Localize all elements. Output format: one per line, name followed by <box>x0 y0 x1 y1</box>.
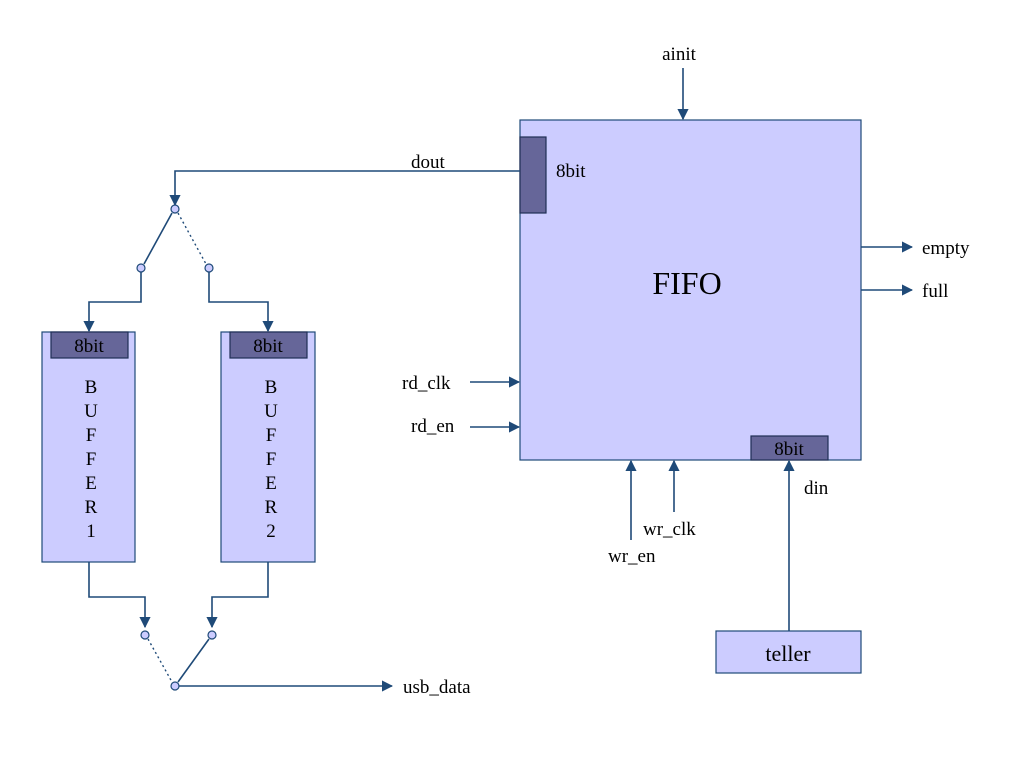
buffer1-letter: U <box>84 401 98 422</box>
buffer2-letter: B <box>265 377 278 398</box>
teller-body <box>715 630 862 674</box>
buffer2-body <box>220 331 316 563</box>
empty-label: empty <box>922 238 970 259</box>
dout-label: dout <box>411 152 446 173</box>
demux-out1-node <box>136 263 146 273</box>
mux-inactive-link <box>147 638 173 683</box>
demux-active-link <box>143 212 173 265</box>
fifo-body <box>519 119 862 461</box>
mux-in2-node <box>207 630 217 640</box>
buffer1-out-wire <box>88 562 151 629</box>
buffer1-letter: F <box>86 449 97 470</box>
demux-inactive-link <box>177 212 207 265</box>
buffer1-letter: R <box>85 497 98 518</box>
rd-clk-label: rd_clk <box>402 373 451 394</box>
buffer1-letter: B <box>85 377 98 398</box>
buffer1-in-wire <box>83 272 142 333</box>
mux-active-link <box>177 638 210 683</box>
buffer2-letter: F <box>266 449 277 470</box>
fifo-din-width-label: 8bit <box>774 439 804 460</box>
demux-node <box>170 204 180 214</box>
dout-wire <box>169 170 520 207</box>
wr-clk-label: wr_clk <box>643 519 696 540</box>
mux-node <box>170 681 180 691</box>
buffer1-letter: E <box>85 473 97 494</box>
ainit-label: ainit <box>662 44 696 65</box>
buffer1-port <box>50 331 129 359</box>
buffer2-letter: F <box>266 425 277 446</box>
usb-data-label: usb_data <box>403 677 471 698</box>
din-label: din <box>804 478 829 499</box>
fifo-din-port <box>750 435 829 461</box>
buffer2-letter: R <box>265 497 278 518</box>
buffer2-out-wire <box>206 562 269 629</box>
mux-in1-node <box>140 630 150 640</box>
buffer2-letter: U <box>264 401 278 422</box>
fifo-title: FIFO <box>652 265 721 301</box>
fifo-dout-width-label: 8bit <box>556 161 586 182</box>
teller-label: teller <box>765 641 811 666</box>
buffer1-letter: F <box>86 425 97 446</box>
buffer2-port-label: 8bit <box>253 336 283 357</box>
full-label: full <box>922 281 948 302</box>
buffer2-in-wire <box>208 272 274 333</box>
teller-block: teller <box>715 630 862 674</box>
buffer2-block: 8bit B U F F E R 2 <box>220 331 316 563</box>
buffer2-port <box>229 331 308 359</box>
buffer1-port-label: 8bit <box>74 336 104 357</box>
fifo-block: FIFO 8bit 8bit <box>519 119 862 461</box>
buffer2-letter: 2 <box>266 521 276 542</box>
rd-en-label: rd_en <box>411 416 455 437</box>
fifo-dout-port <box>519 136 547 214</box>
buffer1-letter: 1 <box>86 521 96 542</box>
buffer2-letter: E <box>265 473 277 494</box>
buffer1-body <box>41 331 136 563</box>
buffer1-block: 8bit B U F F E R 1 <box>41 331 136 563</box>
demux-out2-node <box>204 263 214 273</box>
wr-en-label: wr_en <box>608 546 656 567</box>
